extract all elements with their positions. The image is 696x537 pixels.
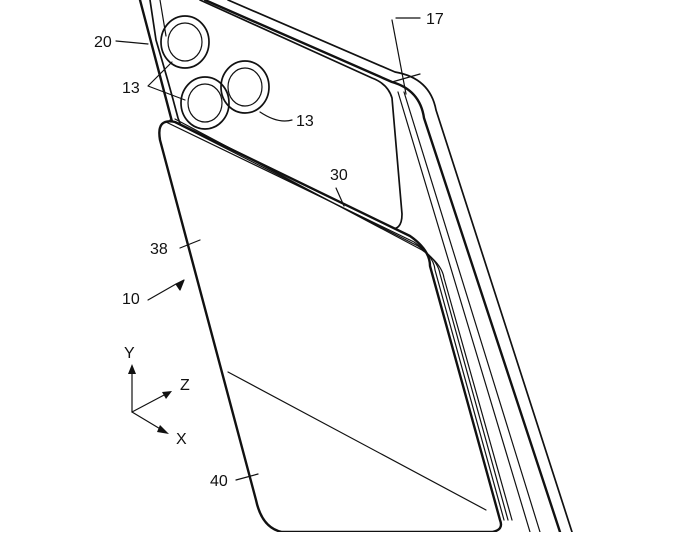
label-device: 10 (122, 291, 140, 308)
axis-label-y: Y (124, 345, 135, 362)
label-camera-a: 13 (122, 80, 140, 97)
camera-lens-upper (160, 15, 210, 69)
label-side-frame: 17 (426, 11, 444, 28)
label-housing: 20 (94, 34, 112, 51)
back-cover (158, 118, 513, 534)
leader-lines (115, 17, 421, 481)
camera-lens-right (220, 60, 270, 114)
axis-label-x: X (176, 431, 187, 448)
axis-indicator (128, 364, 172, 434)
axis-label-z: Z (180, 377, 190, 394)
label-cover-edge: 30 (330, 167, 348, 184)
label-lower-region: 40 (210, 473, 228, 490)
camera-lens-middle (180, 76, 230, 130)
label-cover-surface: 38 (150, 241, 168, 258)
label-camera-b: 13 (296, 113, 314, 130)
